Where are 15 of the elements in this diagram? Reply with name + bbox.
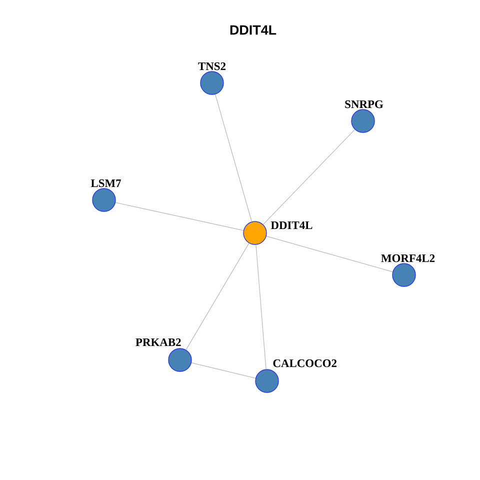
gene-label: LSM7 <box>90 179 121 188</box>
title: DDIT4L <box>230 25 276 35</box>
edge-line <box>191 362 256 379</box>
gene-label: SNRPG <box>345 100 384 108</box>
gene-label: CALCOCO2 <box>273 359 336 368</box>
edge-line <box>256 244 266 370</box>
edge-line <box>266 236 393 272</box>
gene-label: DDIT4L <box>270 221 312 230</box>
gene-label: PRKAB2 <box>136 338 181 346</box>
gene-label: MORF4L2 <box>381 254 435 262</box>
edge-line <box>186 242 250 350</box>
edge-line <box>214 94 252 222</box>
edge-line <box>262 129 356 225</box>
gene-label: TNS2 <box>198 62 226 70</box>
edge-line <box>115 202 244 231</box>
